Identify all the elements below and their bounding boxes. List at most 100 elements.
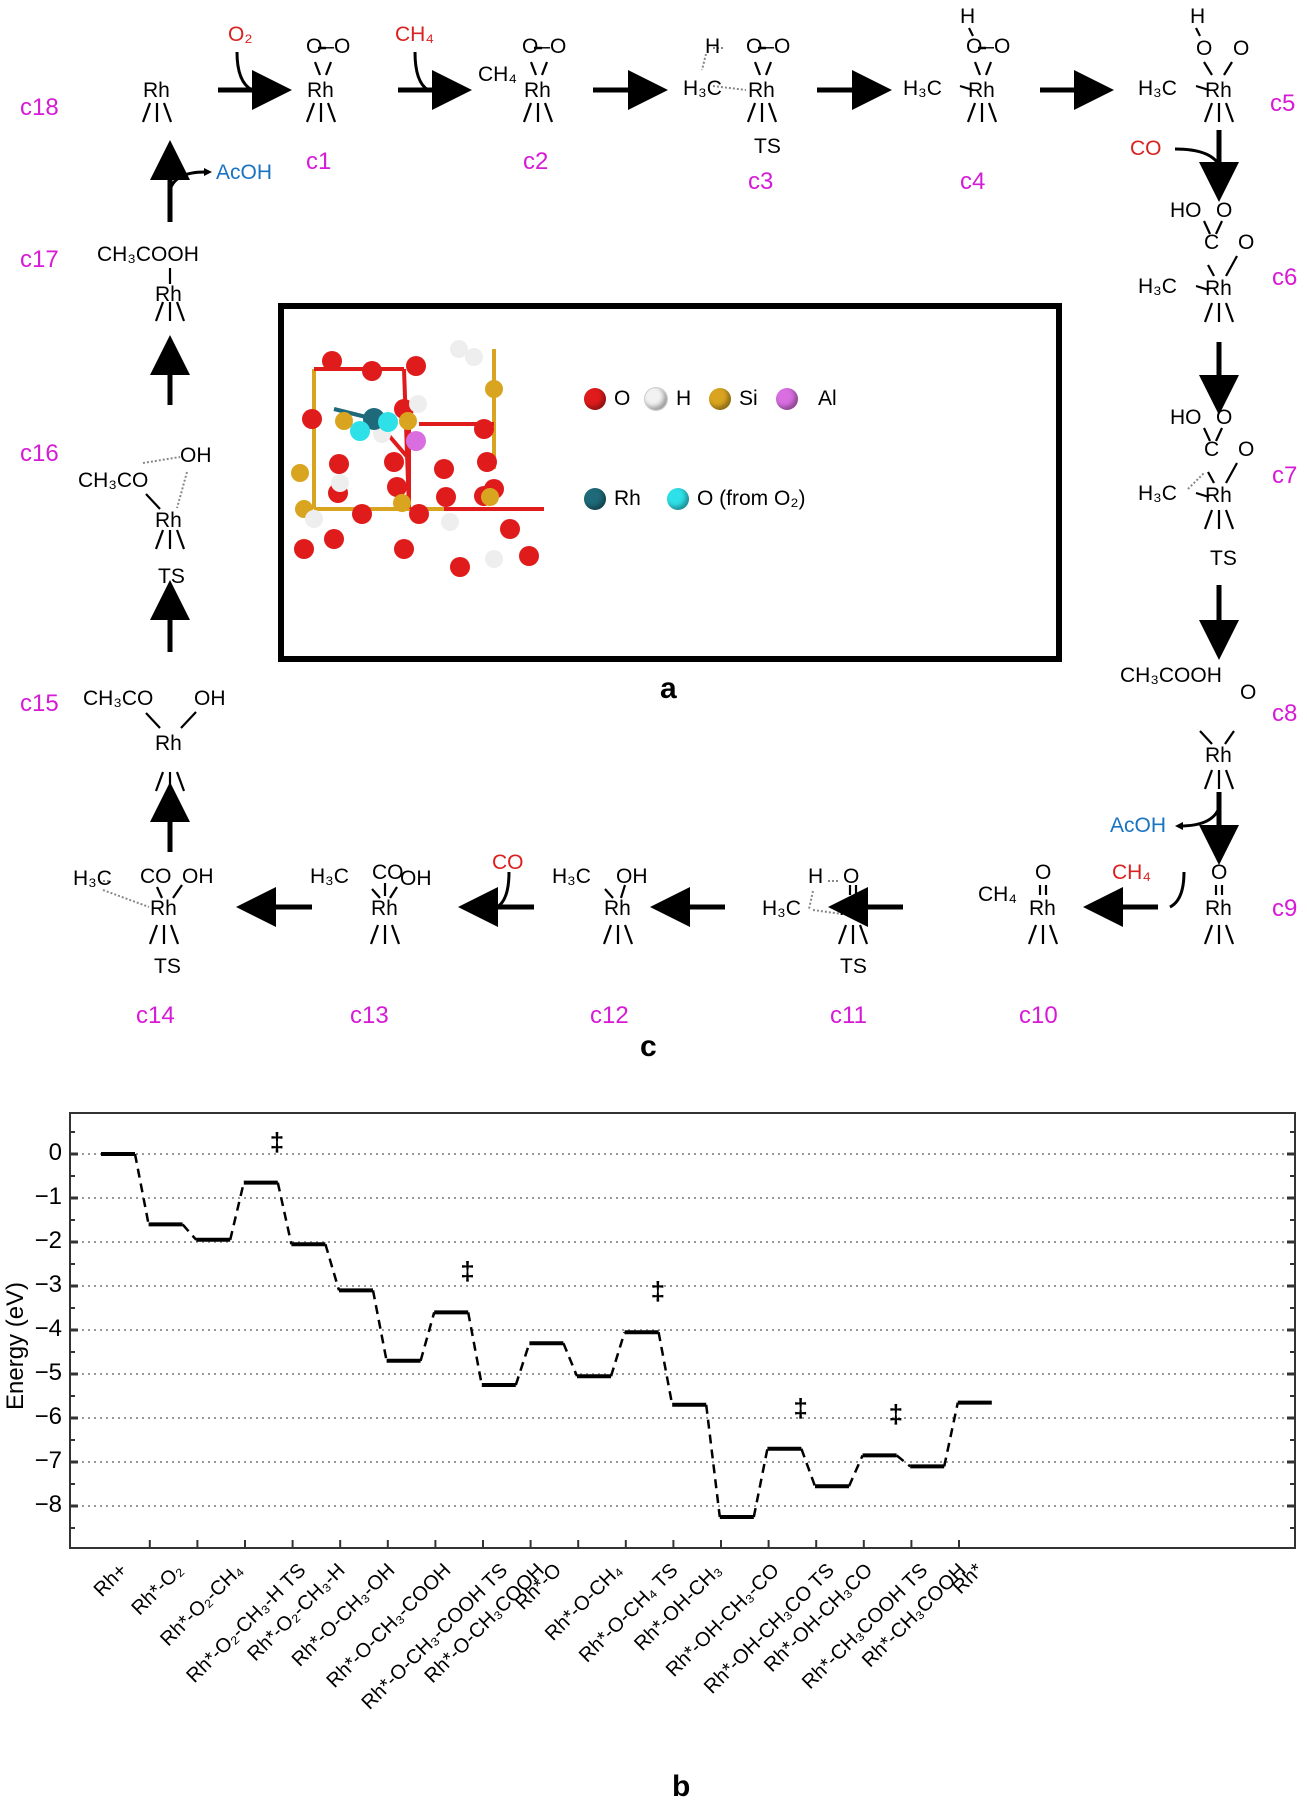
- o-c5-b: O: [1233, 37, 1250, 60]
- connector: [181, 1223, 198, 1241]
- ts-c3: TS: [754, 135, 781, 158]
- y-tick-label: −3: [34, 1271, 62, 1298]
- ch3co-c16: CH₃CO: [78, 469, 149, 492]
- y-tick-label: −8: [34, 1491, 62, 1518]
- o-c8: O: [1240, 681, 1257, 704]
- y-tick-label: −2: [34, 1227, 62, 1254]
- connector: [133, 1153, 150, 1225]
- y-tick-label: −4: [34, 1315, 62, 1342]
- h-c11: H: [808, 865, 824, 888]
- h3c-c4: H₃C: [903, 77, 942, 100]
- ts-c7: TS: [1210, 547, 1237, 570]
- reagent-o2: O₂: [228, 23, 253, 46]
- connector: [704, 1404, 722, 1518]
- rh-c4: Rh: [968, 79, 995, 102]
- connector: [847, 1454, 864, 1487]
- o-atom-swatch: [584, 388, 606, 410]
- co-c14: CO: [140, 865, 172, 888]
- legend-label: O: [614, 387, 631, 410]
- connector: [657, 1331, 674, 1406]
- rh-c9: Rh: [1205, 897, 1232, 920]
- ts-dagger-marker: ‡: [460, 1256, 475, 1287]
- legend-item-o: O: [584, 387, 630, 411]
- zeolite-structure-render: [291, 340, 544, 577]
- rh-c8: Rh: [1205, 744, 1232, 767]
- label-c11: c11: [830, 1002, 867, 1029]
- legend-label: Rh: [614, 487, 641, 510]
- oh-c13: OH: [400, 867, 432, 890]
- ts-dagger-marker: ‡: [269, 1126, 285, 1157]
- legend-item-si: Si: [709, 387, 758, 411]
- rh-atom-swatch: [584, 488, 606, 510]
- o2-oxygen-swatch: [667, 488, 689, 510]
- o-c6-side: O: [1238, 231, 1255, 254]
- label-c16: c16: [20, 440, 59, 467]
- ch3cooh-c8: CH₃COOH: [1120, 664, 1222, 687]
- c-c7: C: [1204, 438, 1220, 461]
- connector: [371, 1290, 388, 1362]
- oh-c15: OH: [194, 687, 226, 710]
- label-c7: c7: [1272, 462, 1298, 489]
- label-c3: c3: [748, 168, 774, 195]
- al-atom-swatch: [776, 388, 798, 410]
- panel-label-a: a: [660, 672, 677, 705]
- h-atom-swatch: [644, 387, 668, 411]
- legend-label: Al: [818, 387, 837, 410]
- ts-c14: TS: [154, 955, 181, 978]
- rh-c1: Rh: [307, 79, 334, 102]
- ts-dagger-marker: ‡: [888, 1399, 904, 1430]
- connector: [609, 1331, 626, 1377]
- h3c-c11: H₃C: [762, 897, 801, 920]
- reagent-ch4-bottom: CH₄: [1112, 861, 1151, 884]
- panel-label-b: b: [672, 1770, 691, 1803]
- legend-item-h: H: [644, 387, 691, 411]
- label-c17: c17: [20, 246, 59, 273]
- ts-dagger-marker: ‡: [793, 1392, 808, 1423]
- o-c7-side: O: [1238, 438, 1255, 461]
- y-tick-label: −5: [34, 1359, 62, 1386]
- co-c13: CO: [372, 861, 404, 884]
- connector: [895, 1454, 911, 1468]
- o-o-c3: O–O: [746, 35, 791, 58]
- h3c-c3: H₃C: [683, 77, 722, 100]
- legend-item-o-from-o2: O (from O₂): [667, 487, 805, 511]
- connector: [419, 1312, 436, 1362]
- ch4-c10: CH₄: [978, 883, 1017, 906]
- product-acoh-left: AcOH: [216, 161, 273, 184]
- y-tick-label: −6: [34, 1403, 62, 1430]
- reagent-co-bottom: CO: [492, 851, 524, 874]
- connector: [800, 1448, 817, 1487]
- h3c-c7: H₃C: [1138, 482, 1177, 505]
- label-c1: c1: [306, 148, 332, 175]
- structure-inset: O H Si Al Rh O (from O₂): [278, 303, 1062, 662]
- rh-c3: Rh: [748, 79, 775, 102]
- h3c-c13: H₃C: [310, 865, 349, 888]
- rh-c16: Rh: [155, 509, 182, 532]
- oh-c14: OH: [182, 865, 214, 888]
- connector: [752, 1448, 769, 1518]
- legend-label: O (from O₂): [697, 487, 806, 510]
- connector: [942, 1402, 960, 1467]
- ts-dagger-marker: ‡: [650, 1276, 666, 1307]
- c-c6: C: [1204, 231, 1220, 254]
- o-o-c1: O–O: [306, 35, 351, 58]
- legend-item-al: Al: [776, 387, 837, 411]
- label-c12: c12: [590, 1002, 629, 1029]
- rh-c11: Rh: [839, 897, 866, 920]
- o-c10: O: [1035, 861, 1052, 884]
- ch3cooh-c17: CH₃COOH: [97, 243, 199, 266]
- rh-c12: Rh: [604, 897, 631, 920]
- rh-c17: Rh: [155, 283, 182, 306]
- rh-c2: Rh: [524, 79, 551, 102]
- o-c6-top: O: [1216, 199, 1233, 222]
- label-c6: c6: [1272, 264, 1298, 291]
- ch4-c2: CH₄: [478, 63, 517, 86]
- connector: [562, 1342, 579, 1377]
- rh-c6: Rh: [1205, 277, 1232, 300]
- h-c5: H: [1190, 5, 1206, 28]
- y-tick-label: −1: [34, 1183, 62, 1210]
- label-c2: c2: [523, 148, 549, 175]
- label-c18: c18: [20, 94, 59, 121]
- rh-c13: Rh: [371, 897, 398, 920]
